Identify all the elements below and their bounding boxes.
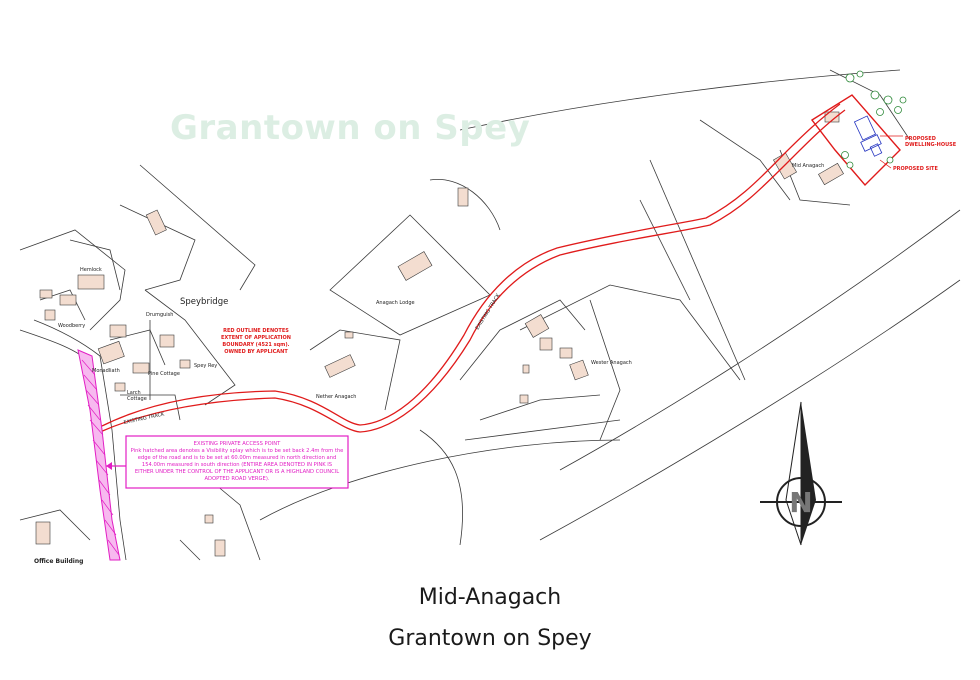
trees [841, 70, 907, 169]
pink-note-line-5: ADOPTED ROAD VERGE). [204, 476, 269, 482]
visibility-splay [77, 349, 121, 561]
label-pine-cottage: Pine Cottage [148, 371, 180, 377]
label-nether-anagach: Nether Anagach [316, 394, 356, 400]
label-anagach-lodge: Anagach Lodge [376, 300, 415, 306]
site-boundary [810, 94, 901, 187]
caption-line-1: Mid-Anagach [418, 585, 562, 610]
red-note-line-2: BOUNDARY (4521 sqm). [222, 342, 289, 348]
buildings [35, 111, 844, 557]
access-route-boundary [99, 103, 846, 433]
label-monadliath: Monadliath [92, 368, 120, 374]
caption-line-2: Grantown on Spey [388, 626, 592, 651]
label-wester-anagach: Wester Anagach [591, 360, 632, 366]
label-spey-rey: Spey Rey [194, 363, 217, 369]
label-leaders [879, 135, 903, 169]
building-hemlock [77, 274, 105, 290]
pink-note-line-0: EXISTING PRIVATE ACCESS POINT [194, 441, 281, 447]
pink-note: EXISTING PRIVATE ACCESS POINT Pink hatch… [106, 435, 349, 489]
label-hemlock: Hemlock [80, 267, 102, 273]
proposed-dwelling-outline [853, 115, 883, 157]
map-labels: Speybridge Hemlock Woodberry Drumguish M… [34, 136, 957, 565]
label-speybridge: Speybridge [180, 297, 228, 307]
pink-note-line-2: edge of the road and is to be set at 60.… [138, 455, 337, 461]
red-note-line-3: OWNED BY APPLICANT [224, 349, 288, 355]
base-map-lines [19, 69, 961, 561]
red-note-line-1: EXTENT OF APPLICATION [221, 335, 291, 341]
red-note: RED OUTLINE DENOTES EXTENT OF APPLICATIO… [221, 328, 291, 355]
north-arrow: N [760, 401, 842, 546]
label-office-building: Office Building [34, 558, 83, 565]
pink-note-line-1: Pink hatched area denotes a Visibility s… [131, 448, 344, 454]
north-arrow-letter: N [789, 486, 812, 519]
label-woodberry: Woodberry [58, 323, 85, 329]
label-proposed-site: PROPOSED SITE [893, 166, 938, 172]
pink-note-line-4: EITHER UNDER THE CONTROL OF THE APPLICAN… [135, 469, 339, 475]
watermark: Grantown on Spey [170, 108, 531, 148]
red-note-line-0: RED OUTLINE DENOTES [223, 328, 289, 334]
label-mid-anagach: Mid Anagach [792, 163, 824, 169]
label-drumguish: Drumguish [146, 312, 173, 318]
pink-note-line-3: 154.00m measured in south direction (ENT… [142, 462, 332, 468]
